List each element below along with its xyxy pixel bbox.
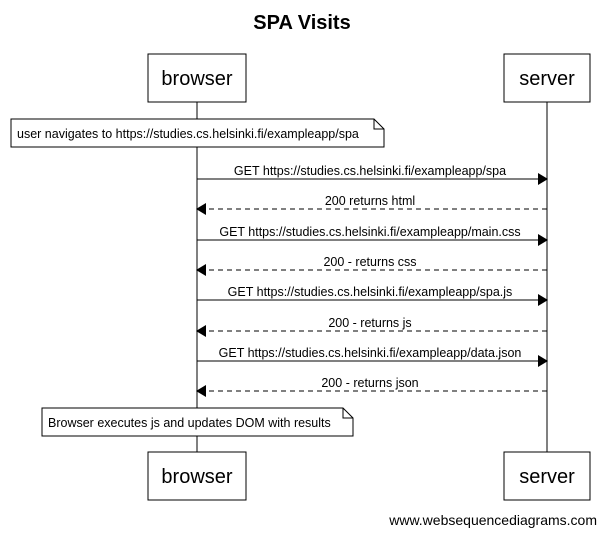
note-fold-corner <box>342 408 353 419</box>
participant-label-server-bottom: server <box>519 466 575 488</box>
note-box <box>10 118 385 148</box>
message-label: 200 - returns json <box>321 376 418 390</box>
note-text: Browser executes js and updates DOM with… <box>48 416 331 430</box>
message-label: GET https://studies.cs.helsinki.fi/examp… <box>228 285 513 299</box>
participant-box-server-top <box>503 53 591 103</box>
participant-label-browser-top: browser <box>161 68 232 90</box>
note-text: user navigates to https://studies.cs.hel… <box>17 127 359 141</box>
message-label: GET https://studies.cs.helsinki.fi/examp… <box>234 164 506 178</box>
participant-label-server-top: server <box>519 68 575 90</box>
note-fold-corner <box>373 119 384 130</box>
watermark: www.websequencediagrams.com <box>388 512 597 528</box>
message-label: GET https://studies.cs.helsinki.fi/examp… <box>219 225 520 239</box>
participant-box-browser-bottom <box>147 451 247 501</box>
diagram-title: SPA Visits <box>253 12 350 34</box>
note-box <box>41 407 354 437</box>
participant-label-browser-bottom: browser <box>161 466 232 488</box>
message-label: GET https://studies.cs.helsinki.fi/examp… <box>219 346 522 360</box>
message-label: 200 returns html <box>325 194 415 208</box>
message-label: 200 - returns css <box>323 255 416 269</box>
participant-box-server-bottom <box>503 451 591 501</box>
participant-box-browser-top <box>147 53 247 103</box>
message-label: 200 - returns js <box>328 316 411 330</box>
